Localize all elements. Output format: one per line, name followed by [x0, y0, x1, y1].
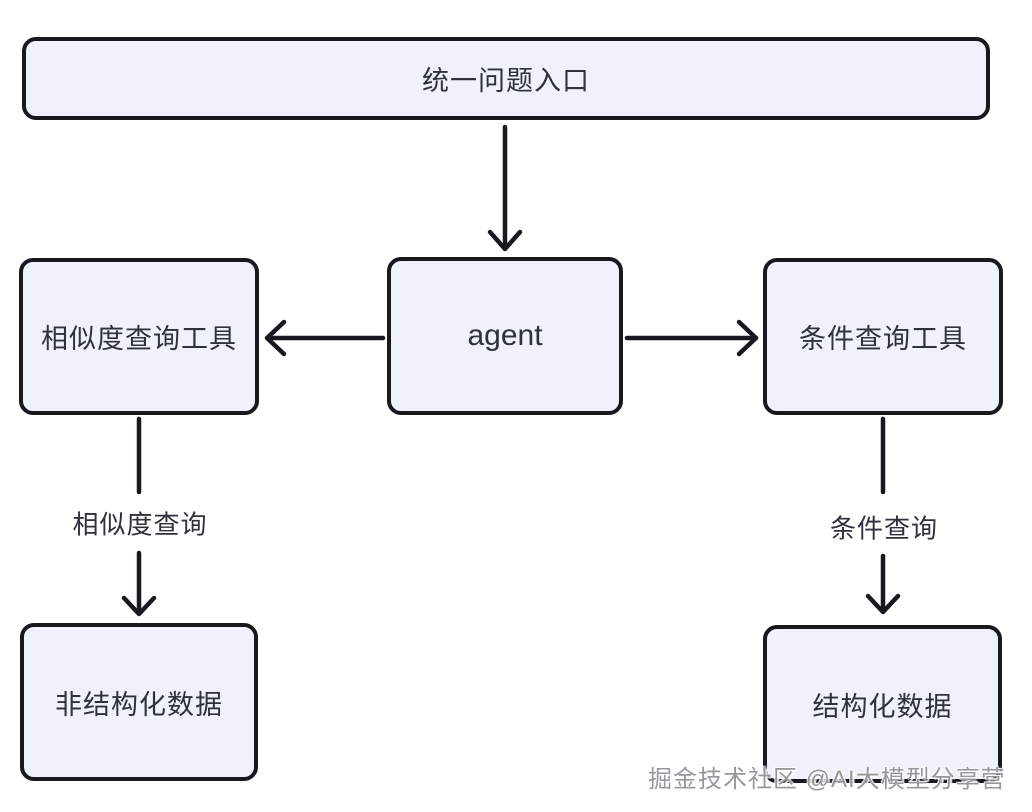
node-unified-question-entry-label: 统一问题入口 — [422, 66, 590, 96]
node-condition-query-tool-label: 条件查询工具 — [799, 324, 967, 354]
node-similarity-query-tool: 相似度查询工具 — [19, 258, 259, 415]
node-structured-data-label: 结构化数据 — [812, 691, 953, 722]
node-unstructured-data-label: 非结构化数据 — [55, 689, 223, 720]
edge-label-similarity-query: 相似度查询 — [68, 504, 212, 542]
arrow-entry-to-agent — [487, 124, 523, 252]
arrow-agent-to-condition-tool — [624, 319, 759, 357]
node-condition-query-tool: 条件查询工具 — [763, 258, 1003, 415]
node-unified-question-entry: 统一问题入口 — [22, 37, 990, 120]
node-agent-label: agent — [467, 319, 543, 352]
node-unstructured-data: 非结构化数据 — [20, 623, 258, 781]
arrow-agent-to-similarity-tool — [264, 319, 386, 357]
edge-label-condition-query: 条件查询 — [825, 508, 943, 546]
node-agent: agent — [387, 257, 623, 415]
node-structured-data: 结构化数据 — [763, 625, 1002, 783]
watermark: 掘金技术社区 @AI大模型分享营 — [648, 766, 1006, 793]
node-similarity-query-tool-label: 相似度查询工具 — [41, 324, 237, 354]
